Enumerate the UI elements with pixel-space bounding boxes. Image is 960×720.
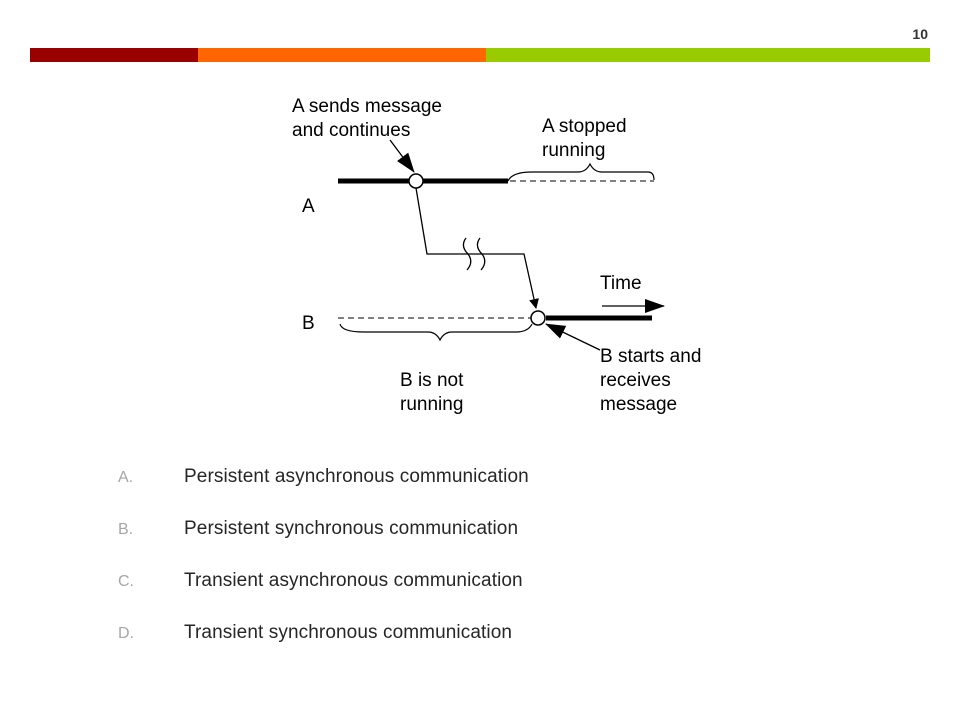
bar-segment-red [30,48,198,62]
option-letter: C. [118,573,134,590]
option-text: Transient synchronous communication [184,622,513,643]
label-b-starts-line-3: message [600,394,677,415]
option-letter: D. [118,625,134,642]
option-a[interactable]: A. Persistent asynchronous communication [118,466,758,518]
header-color-bar [30,48,930,62]
brace-b-not-running [339,323,533,342]
send-pointer-arrow [389,139,415,173]
label-b-not-running-line-1: B is not [400,370,464,391]
option-text: Persistent synchronous communication [184,518,519,539]
bar-segment-orange [198,48,486,62]
receive-pointer-arrow [545,323,601,351]
process-b-label: B [302,313,315,334]
receive-point-b [530,310,546,326]
process-a-label: A [302,196,315,217]
label-a-stopped-line-1: A stopped [542,116,627,137]
brace-a-stopped [507,162,655,182]
delay-break-icon [462,237,486,271]
option-text: Transient asynchronous communication [184,570,523,591]
option-letter: B. [118,521,134,538]
option-letter: A. [118,469,134,486]
label-b-not-running-line-2: running [400,394,463,415]
send-point-a [408,173,424,189]
answer-options: A. Persistent asynchronous communication… [118,466,758,674]
option-text: Persistent asynchronous communication [184,466,529,487]
time-label: Time [600,273,642,294]
message-path [415,187,539,309]
label-a-sends-line-2: and continues [292,120,410,141]
label-a-stopped-line-2: running [542,140,605,161]
bar-segment-green [486,48,930,62]
option-c[interactable]: C. Transient asynchronous communication [118,570,758,622]
label-b-starts: B starts and receives message [600,346,707,415]
label-a-sends: A sends message and continues [292,96,447,141]
page-number: 10 [912,26,928,42]
label-b-starts-line-1: B starts and [600,346,701,367]
communication-diagram: A sends message and continues A stopped … [270,80,750,420]
label-b-not-running: B is not running [400,370,469,415]
label-b-starts-line-2: receives [600,370,671,391]
option-b[interactable]: B. Persistent synchronous communication [118,518,758,570]
label-a-stopped: A stopped running [542,116,632,161]
label-a-sends-line-1: A sends message [292,96,442,117]
option-d[interactable]: D. Transient synchronous communication [118,622,758,674]
